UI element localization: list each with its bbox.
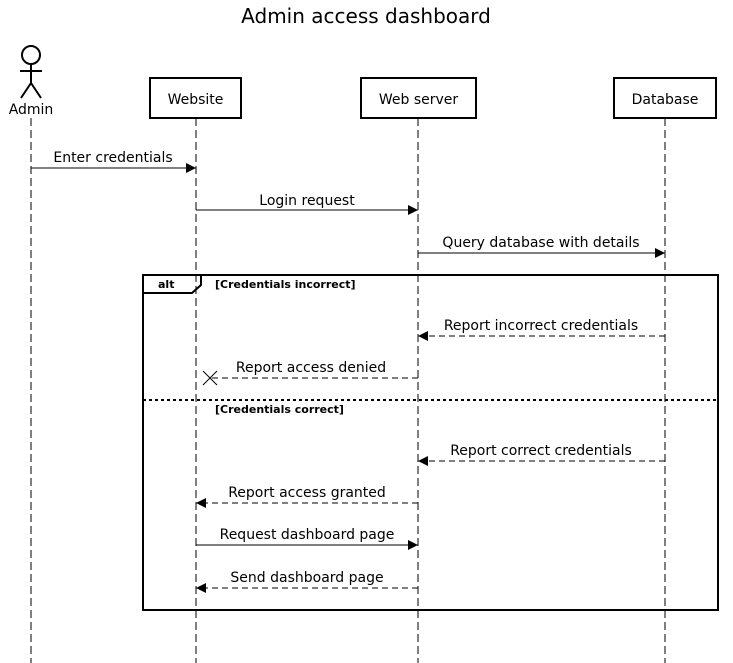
alt-guard-correct: [Credentials correct] xyxy=(215,403,344,416)
participant-label-webserver: Web server xyxy=(379,92,459,108)
message-label-query-database: Query database with details xyxy=(442,235,639,251)
participant-box-webserver xyxy=(360,77,477,119)
diagram-title: Admin access dashboard xyxy=(241,4,491,28)
message-label-request-dashboard: Request dashboard page xyxy=(220,527,395,543)
alt-frame-tab xyxy=(143,274,202,294)
message-label-access-granted: Report access granted xyxy=(228,485,386,501)
participant-box-website xyxy=(149,77,242,119)
message-label-report-incorrect: Report incorrect credentials xyxy=(444,318,638,334)
participant-label-website: Website xyxy=(168,92,224,108)
participant-box-database xyxy=(613,77,717,119)
message-label-report-correct: Report correct credentials xyxy=(450,443,632,459)
alt-frame xyxy=(142,274,719,611)
alt-guard-incorrect: [Credentials incorrect] xyxy=(215,278,356,291)
destroy-cross-icon xyxy=(202,370,218,386)
message-label-enter-credentials: Enter credentials xyxy=(53,150,172,166)
actor-admin xyxy=(20,45,42,99)
message-label-access-denied: Report access denied xyxy=(236,360,386,376)
alt-operator-label: alt xyxy=(158,278,174,291)
message-label-login-request: Login request xyxy=(259,193,355,209)
participant-label-database: Database xyxy=(632,92,699,108)
message-label-send-dashboard: Send dashboard page xyxy=(230,570,383,586)
participant-label-admin: Admin xyxy=(9,102,54,118)
actor-head xyxy=(21,45,41,65)
